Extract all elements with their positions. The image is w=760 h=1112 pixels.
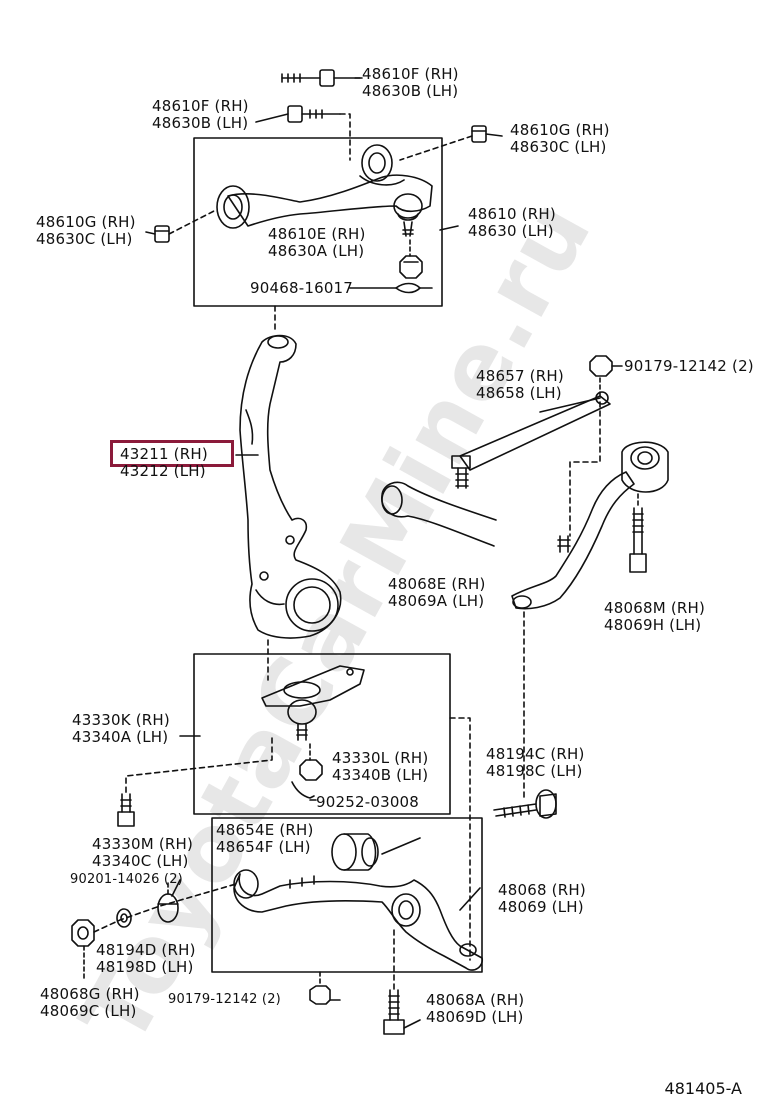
bushing-48654e <box>331 833 379 871</box>
label-48068e: 48068E (RH)48069A (LH) <box>388 575 486 610</box>
bolt-48610f-top <box>281 69 335 87</box>
label-43330m: 43330M (RH)43340C (LH) <box>92 835 194 870</box>
label-48610g-right: 48610G (RH)48630C (LH) <box>510 121 610 156</box>
label-48194c: 48194C (RH)48198C (LH) <box>486 745 585 780</box>
nut-90179-top <box>589 355 613 377</box>
lower-arm-assembly-box <box>211 817 483 973</box>
upper-control-arm <box>216 144 433 237</box>
steering-knuckle <box>239 334 342 639</box>
strut-bar-48657 <box>451 391 611 489</box>
label-48657: 48657 (RH)48658 (LH) <box>476 367 564 402</box>
label-48194d: 48194D (RH)48198D (LH) <box>96 941 196 976</box>
bolt-48194c <box>493 789 557 819</box>
nut-48068g <box>71 919 95 947</box>
nut-48610g-right <box>471 125 487 143</box>
cotter-pin-90468 <box>395 282 433 294</box>
label-43211[interactable]: 43211 (RH)43212 (LH) <box>120 445 208 480</box>
label-43330k: 43330K (RH)43340A (LH) <box>72 711 170 746</box>
label-48610f-left: 48610F (RH)48630B (LH) <box>152 97 249 132</box>
highlight-box <box>110 440 234 467</box>
label-48068a: 48068A (RH)48069D (LH) <box>426 991 525 1026</box>
label-48068g: 48068G (RH)48069C (LH) <box>40 985 140 1020</box>
diagram-code: 481405-A <box>664 1079 742 1098</box>
nut-90179-bottom <box>309 985 331 1005</box>
label-48610: 48610 (RH)48630 (LH) <box>468 205 556 240</box>
castle-nut-48610e <box>399 255 423 279</box>
label-90179-top: 90179-12142 (2) <box>624 357 754 375</box>
label-48610g-left: 48610G (RH)48630C (LH) <box>36 213 136 248</box>
label-90201: 90201-14026 (2) <box>70 872 183 887</box>
lower-ball-joint-box <box>193 653 451 815</box>
cotter-pin-90252 <box>291 781 315 799</box>
label-90468: 90468-16017 <box>250 279 354 297</box>
label-48610f-top: 48610F (RH)48630B (LH) <box>362 65 459 100</box>
label-48610e: 48610E (RH)48630A (LH) <box>268 225 366 260</box>
label-90252: 90252-03008 <box>316 793 420 811</box>
bolt-48068m <box>629 507 647 573</box>
label-48654e: 48654E (RH)48654F (LH) <box>216 821 314 856</box>
washer-90201 <box>116 908 132 928</box>
lower-control-arm <box>233 869 484 971</box>
castle-nut-43330l <box>299 759 323 781</box>
nut-48610g-left <box>154 225 170 243</box>
lower-arm-no2-48068e <box>511 441 669 610</box>
label-90179-bottom: 90179-12142 (2) <box>168 992 281 1007</box>
bolt-48610f-left <box>287 105 341 123</box>
bolt-43330m <box>117 793 135 827</box>
stabilizer-bar <box>381 481 497 547</box>
bolt-48068a <box>383 989 405 1035</box>
lower-ball-joint <box>261 665 365 741</box>
label-48068m: 48068M (RH)48069H (LH) <box>604 599 706 634</box>
cam-48194d <box>157 893 179 923</box>
label-48068: 48068 (RH)48069 (LH) <box>498 881 586 916</box>
label-43330l: 43330L (RH)43340B (LH) <box>332 749 429 784</box>
